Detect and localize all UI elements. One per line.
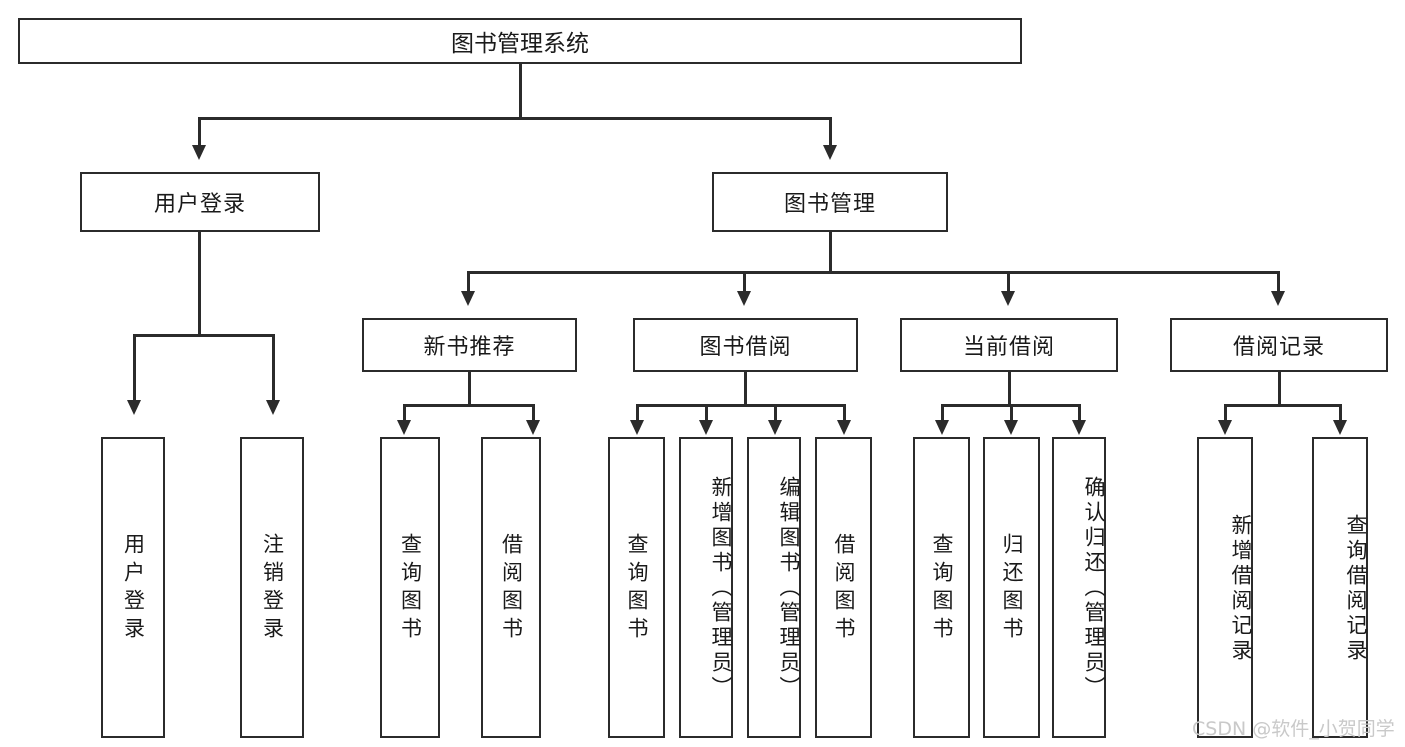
leaf-cb-confirm-return[interactable]: 确认归还（管理员） [1052, 437, 1106, 738]
node-label: 新增图书（管理员） [709, 476, 733, 701]
connector-drop-leaf-logout [272, 334, 275, 402]
arrow-nb-query [397, 420, 411, 435]
connector-drop-bb-add [705, 404, 708, 422]
connector-drop-nb-query [403, 404, 406, 422]
arrow-cb-confirm [1072, 420, 1086, 435]
leaf-br-add-record[interactable]: 新增借阅记录 [1197, 437, 1253, 738]
leaf-bb-add-book[interactable]: 新增图书（管理员） [679, 437, 733, 738]
connector-drop-new-book [467, 271, 470, 293]
arrow-br-query [1333, 420, 1347, 435]
connector-drop-current-borrow [1007, 271, 1010, 293]
connector-newbook-stem [468, 372, 471, 405]
leaf-nb-borrow-book[interactable]: 借阅图书 [481, 437, 541, 738]
arrow-bb-add [699, 420, 713, 435]
connector-root-bus [198, 117, 832, 120]
connector-drop-cb-query [941, 404, 944, 422]
arrow-br-add [1218, 420, 1232, 435]
connector-drop-nb-borrow [532, 404, 535, 422]
node-label: 用户登录 [121, 532, 146, 645]
connector-bookborrow-stem [744, 372, 747, 405]
arrow-cb-query [935, 420, 949, 435]
arrow-book-manage [823, 145, 837, 160]
node-label: 借阅记录 [1232, 335, 1325, 360]
arrow-user-login [192, 145, 206, 160]
node-label: 借阅图书 [832, 532, 856, 645]
node-label: 查询图书 [398, 532, 423, 645]
arrow-bb-edit [768, 420, 782, 435]
node-label: 借阅图书 [499, 532, 524, 645]
arrow-borrow-record [1271, 291, 1285, 306]
connector-drop-user-login [198, 117, 201, 147]
connector-bookborrow-bus [636, 404, 846, 407]
connector-userlogin-bus [133, 334, 274, 337]
connector-drop-cb-return [1010, 404, 1013, 422]
leaf-bb-query-book[interactable]: 查询图书 [608, 437, 665, 738]
arrow-current-borrow [1001, 291, 1015, 306]
node-label: 新书推荐 [423, 335, 516, 360]
leaf-nb-query-book[interactable]: 查询图书 [380, 437, 440, 738]
connector-bookmgmt-stem [829, 232, 832, 272]
node-book-borrow[interactable]: 图书借阅 [633, 318, 858, 372]
arrow-bb-borrow [837, 420, 851, 435]
node-label: 图书借阅 [699, 335, 792, 360]
connector-drop-cb-confirm [1078, 404, 1081, 422]
connector-drop-book-borrow [743, 271, 746, 293]
leaf-cb-query-book[interactable]: 查询图书 [913, 437, 970, 738]
node-label: 查询图书 [625, 532, 649, 645]
arrow-cb-return [1004, 420, 1018, 435]
connector-bookmgmt-bus [467, 271, 1280, 274]
arrow-leaf-user-login [127, 400, 141, 415]
connector-currentborrow-stem [1008, 372, 1011, 405]
connector-drop-bb-borrow [843, 404, 846, 422]
connector-drop-borrow-record [1277, 271, 1280, 293]
connector-borrowrecord-stem [1278, 372, 1281, 405]
node-label: 查询图书 [930, 532, 954, 645]
leaf-cb-return-book[interactable]: 归还图书 [983, 437, 1040, 738]
leaf-user-login[interactable]: 用户登录 [101, 437, 165, 738]
connector-root-stem [519, 64, 522, 118]
connector-userlogin-stem [198, 232, 201, 335]
node-root-system[interactable]: 图书管理系统 [18, 18, 1022, 64]
node-book-management[interactable]: 图书管理 [712, 172, 948, 232]
node-label: 注销登录 [260, 532, 285, 645]
arrow-leaf-logout [266, 400, 280, 415]
node-label: 当前借阅 [962, 335, 1055, 360]
leaf-bb-edit-book[interactable]: 编辑图书（管理员） [747, 437, 801, 738]
connector-newbook-bus [403, 404, 534, 407]
leaf-br-query-record[interactable]: 查询借阅记录 [1312, 437, 1368, 738]
node-label: 图书管理系统 [451, 31, 589, 57]
connector-drop-br-add [1224, 404, 1227, 422]
connector-drop-book-manage [829, 117, 832, 147]
leaf-logout[interactable]: 注销登录 [240, 437, 304, 738]
node-label: 编辑图书（管理员） [777, 476, 801, 701]
connector-drop-leaf-user-login [133, 334, 136, 402]
node-label: 确认归还（管理员） [1082, 476, 1106, 701]
node-label: 查询借阅记录 [1344, 513, 1368, 664]
leaf-bb-borrow-book[interactable]: 借阅图书 [815, 437, 872, 738]
node-label: 新增借阅记录 [1229, 513, 1253, 664]
arrow-bb-query [630, 420, 644, 435]
node-label: 用户登录 [153, 192, 246, 217]
arrow-new-book [461, 291, 475, 306]
connector-drop-br-query [1339, 404, 1342, 422]
connector-drop-bb-edit [774, 404, 777, 422]
arrow-book-borrow [737, 291, 751, 306]
node-borrow-record[interactable]: 借阅记录 [1170, 318, 1388, 372]
node-new-book-recommend[interactable]: 新书推荐 [362, 318, 577, 372]
node-user-login[interactable]: 用户登录 [80, 172, 320, 232]
arrow-nb-borrow [526, 420, 540, 435]
connector-drop-bb-query [636, 404, 639, 422]
node-current-borrow[interactable]: 当前借阅 [900, 318, 1118, 372]
connector-borrowrecord-bus [1224, 404, 1341, 407]
node-label: 图书管理 [783, 192, 876, 217]
node-label: 归还图书 [1000, 532, 1024, 645]
